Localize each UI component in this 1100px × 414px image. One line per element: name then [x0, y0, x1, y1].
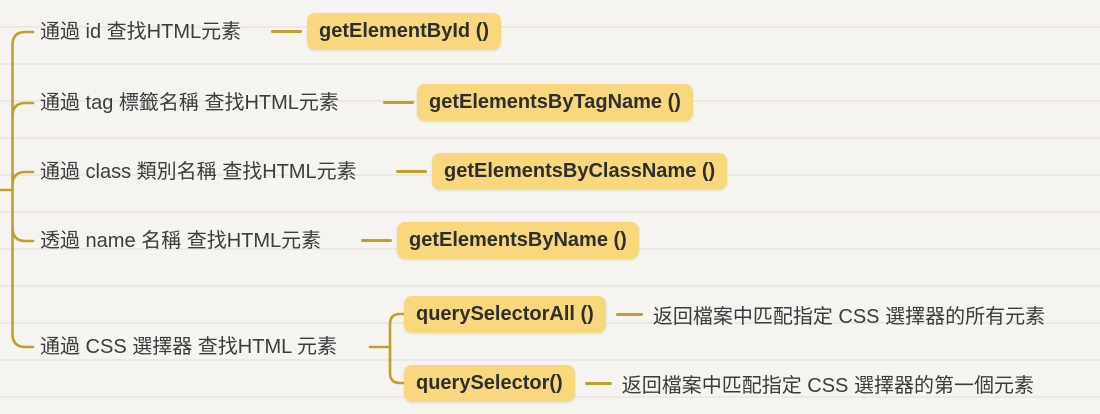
method-node-queryselectorall[interactable]: querySelectorAll () — [404, 296, 606, 333]
branch-label-class[interactable]: 通過 class 類別名稱 查找HTML元素 — [40, 161, 357, 183]
method-description[interactable]: 返回檔案中匹配指定 CSS 選擇器的第一個元素 — [621, 375, 1034, 397]
branch-label-css-selector[interactable]: 通過 CSS 選擇器 查找HTML 元素 — [40, 336, 338, 358]
method-node-getelementbyid[interactable]: getElementById () — [307, 13, 502, 50]
branch-label-tag[interactable]: 通過 tag 標籤名稱 查找HTML元素 — [40, 92, 339, 114]
connector-line — [615, 313, 643, 316]
connector-line — [271, 30, 302, 33]
connector-line — [396, 170, 427, 173]
sub-branch-row: querySelectorAll () 返回檔案中匹配指定 CSS 選擇器的所有… — [404, 296, 1045, 333]
method-node-getelementsbyname[interactable]: getElementsByName () — [397, 222, 639, 259]
sub-branch-row: querySelector() 返回檔案中匹配指定 CSS 選擇器的第一個元素 — [404, 365, 1034, 402]
method-node-getelementsbytagname[interactable]: getElementsByTagName () — [417, 84, 693, 121]
method-node-queryselector[interactable]: querySelector() — [404, 365, 575, 402]
connector-line — [584, 382, 612, 385]
connector-line — [361, 239, 392, 242]
branch-label-name[interactable]: 透過 name 名稱 查找HTML元素 — [40, 230, 322, 252]
method-description[interactable]: 返回檔案中匹配指定 CSS 選擇器的所有元素 — [652, 306, 1046, 328]
connector-line — [383, 101, 414, 104]
method-node-getelementsbyclassname[interactable]: getElementsByClassName () — [432, 153, 728, 190]
main-branch-connector-lines — [0, 30, 35, 349]
branch-label-id[interactable]: 通過 id 查找HTML元素 — [40, 21, 242, 43]
